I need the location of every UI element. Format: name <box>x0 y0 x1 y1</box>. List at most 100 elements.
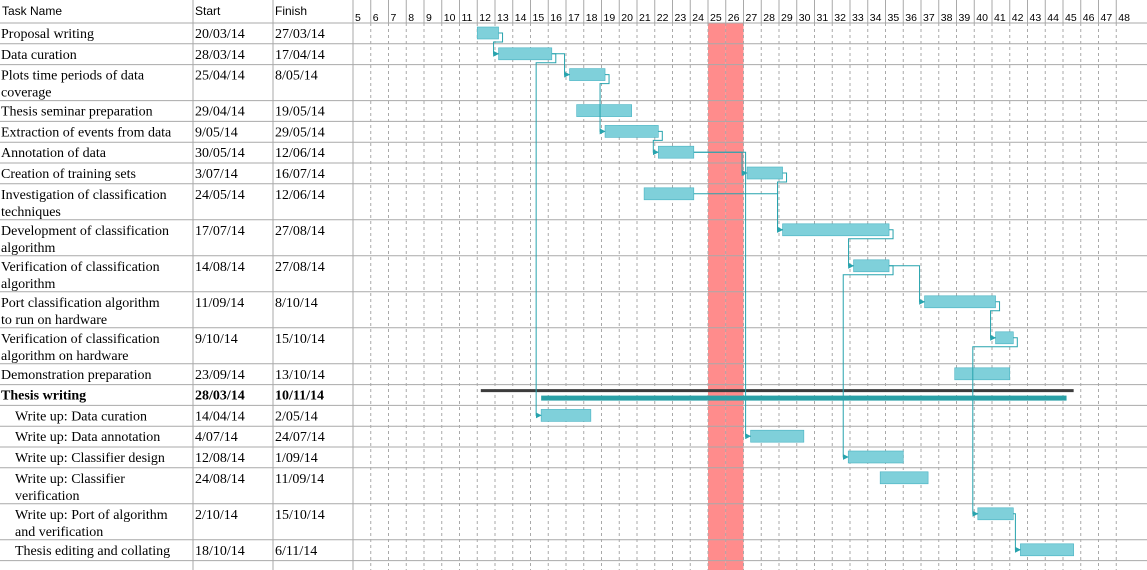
task-row[interactable]: Write up: Data annotation 4/07/14 24/07/14 <box>15 430 325 445</box>
task-name: Write up: Classifier <box>15 472 125 487</box>
task-name: Verification of classification <box>1 332 160 347</box>
task-name: Port classification algorithm <box>1 296 160 311</box>
task-name: and verification <box>15 525 103 540</box>
task-row[interactable]: Investigation of classificationtechnique… <box>1 188 325 220</box>
week-label: 11 <box>462 12 473 24</box>
task-start-date: 14/04/14 <box>195 409 245 424</box>
task-bar[interactable] <box>879 471 929 485</box>
week-label: 6 <box>373 12 379 24</box>
column-header-task-name[interactable]: Task Name <box>2 4 62 18</box>
week-label: 22 <box>657 12 669 24</box>
task-name: algorithm <box>1 277 56 292</box>
task-bar[interactable] <box>540 409 592 422</box>
task-name: Extraction of events from data <box>1 125 172 140</box>
task-bar[interactable] <box>498 47 553 61</box>
task-finish-date: 10/11/14 <box>275 389 324 404</box>
task-finish-date: 2/05/14 <box>275 409 318 424</box>
task-name: Verification of classification <box>1 260 160 275</box>
task-row[interactable]: Verification of classification algorithm 1… <box>1 260 325 292</box>
highlight-week-25 <box>708 23 726 570</box>
task-finish-date: 24/07/14 <box>275 430 325 445</box>
task-row[interactable]: Verification of classification algorithm … <box>1 332 325 364</box>
task-bar[interactable] <box>604 125 659 138</box>
task-finish-date: 27/08/14 <box>275 224 325 239</box>
task-name: Write up: Data annotation <box>15 430 160 445</box>
task-row[interactable]: Write up: Classifierverification24/08/14… <box>15 472 324 504</box>
task-row[interactable]: Development of classificationalgorithm17… <box>1 224 325 256</box>
task-bar[interactable] <box>657 145 695 159</box>
task-start-date: 3/07/14 <box>195 167 238 182</box>
task-finish-date: 13/10/14 <box>275 368 325 383</box>
task-start-date: 12/08/14 <box>195 451 245 466</box>
task-bar[interactable] <box>995 331 1014 345</box>
week-label: 32 <box>834 12 846 24</box>
week-label: 43 <box>1030 12 1042 24</box>
dependency-arrow <box>551 53 571 78</box>
task-bar[interactable] <box>476 26 499 40</box>
task-bar[interactable] <box>746 166 783 180</box>
week-label: 40 <box>976 12 988 24</box>
column-header-start[interactable]: Start <box>195 4 221 18</box>
task-finish-date: 27/03/14 <box>275 27 325 42</box>
week-label: 30 <box>799 12 811 24</box>
task-name: Investigation of classification <box>1 188 167 203</box>
task-bar[interactable] <box>750 429 805 443</box>
task-bar[interactable] <box>576 104 632 117</box>
task-bar[interactable] <box>643 187 695 201</box>
task-start-date: 14/08/14 <box>195 260 245 275</box>
week-label: 5 <box>355 12 361 24</box>
week-label: 21 <box>639 12 651 24</box>
week-label: 33 <box>852 12 864 24</box>
task-row[interactable]: Demonstration preparation 23/09/14 13/10/1… <box>1 368 325 383</box>
task-row[interactable]: Plots time periods of datacoverage25/04/… <box>1 69 318 101</box>
week-label: 28 <box>763 12 775 24</box>
column-header-finish[interactable]: Finish <box>275 4 307 18</box>
week-label: 9 <box>426 12 432 24</box>
task-bar[interactable] <box>924 295 996 309</box>
task-bar[interactable] <box>977 507 1014 521</box>
task-bar[interactable] <box>569 68 606 81</box>
task-finish-date: 1/09/14 <box>275 451 318 466</box>
task-finish-date: 12/06/14 <box>275 188 325 203</box>
task-name: algorithm on hardware <box>1 349 129 364</box>
task-bar[interactable] <box>1020 543 1074 557</box>
task-bar[interactable] <box>782 223 890 237</box>
task-bar[interactable] <box>847 450 904 464</box>
task-start-date: 4/07/14 <box>195 430 238 445</box>
task-name: Creation of training sets <box>1 167 136 182</box>
week-label: 18 <box>586 12 598 24</box>
task-bar[interactable] <box>853 259 890 273</box>
task-start-date: 23/09/14 <box>195 368 245 383</box>
task-start-date: 30/05/14 <box>195 146 245 161</box>
week-label: 36 <box>905 12 917 24</box>
dependency-arrow <box>493 32 504 57</box>
week-label: 31 <box>817 12 829 24</box>
week-label: 16 <box>550 12 562 24</box>
week-label: 44 <box>1047 12 1059 24</box>
summary-task-bar[interactable] <box>541 395 1067 401</box>
week-label: 47 <box>1101 12 1113 24</box>
task-finish-date: 29/05/14 <box>275 125 325 140</box>
week-label: 48 <box>1118 12 1130 24</box>
dependency-arrow <box>693 193 784 233</box>
task-start-date: 2/10/14 <box>195 508 238 523</box>
task-start-date: 24/05/14 <box>195 188 245 203</box>
task-bar[interactable] <box>954 367 1011 381</box>
task-name: algorithm <box>1 241 56 256</box>
task-start-date: 9/10/14 <box>195 332 238 347</box>
task-name: Demonstration preparation <box>1 368 151 383</box>
week-label: 15 <box>533 12 545 24</box>
week-label: 17 <box>568 12 580 24</box>
